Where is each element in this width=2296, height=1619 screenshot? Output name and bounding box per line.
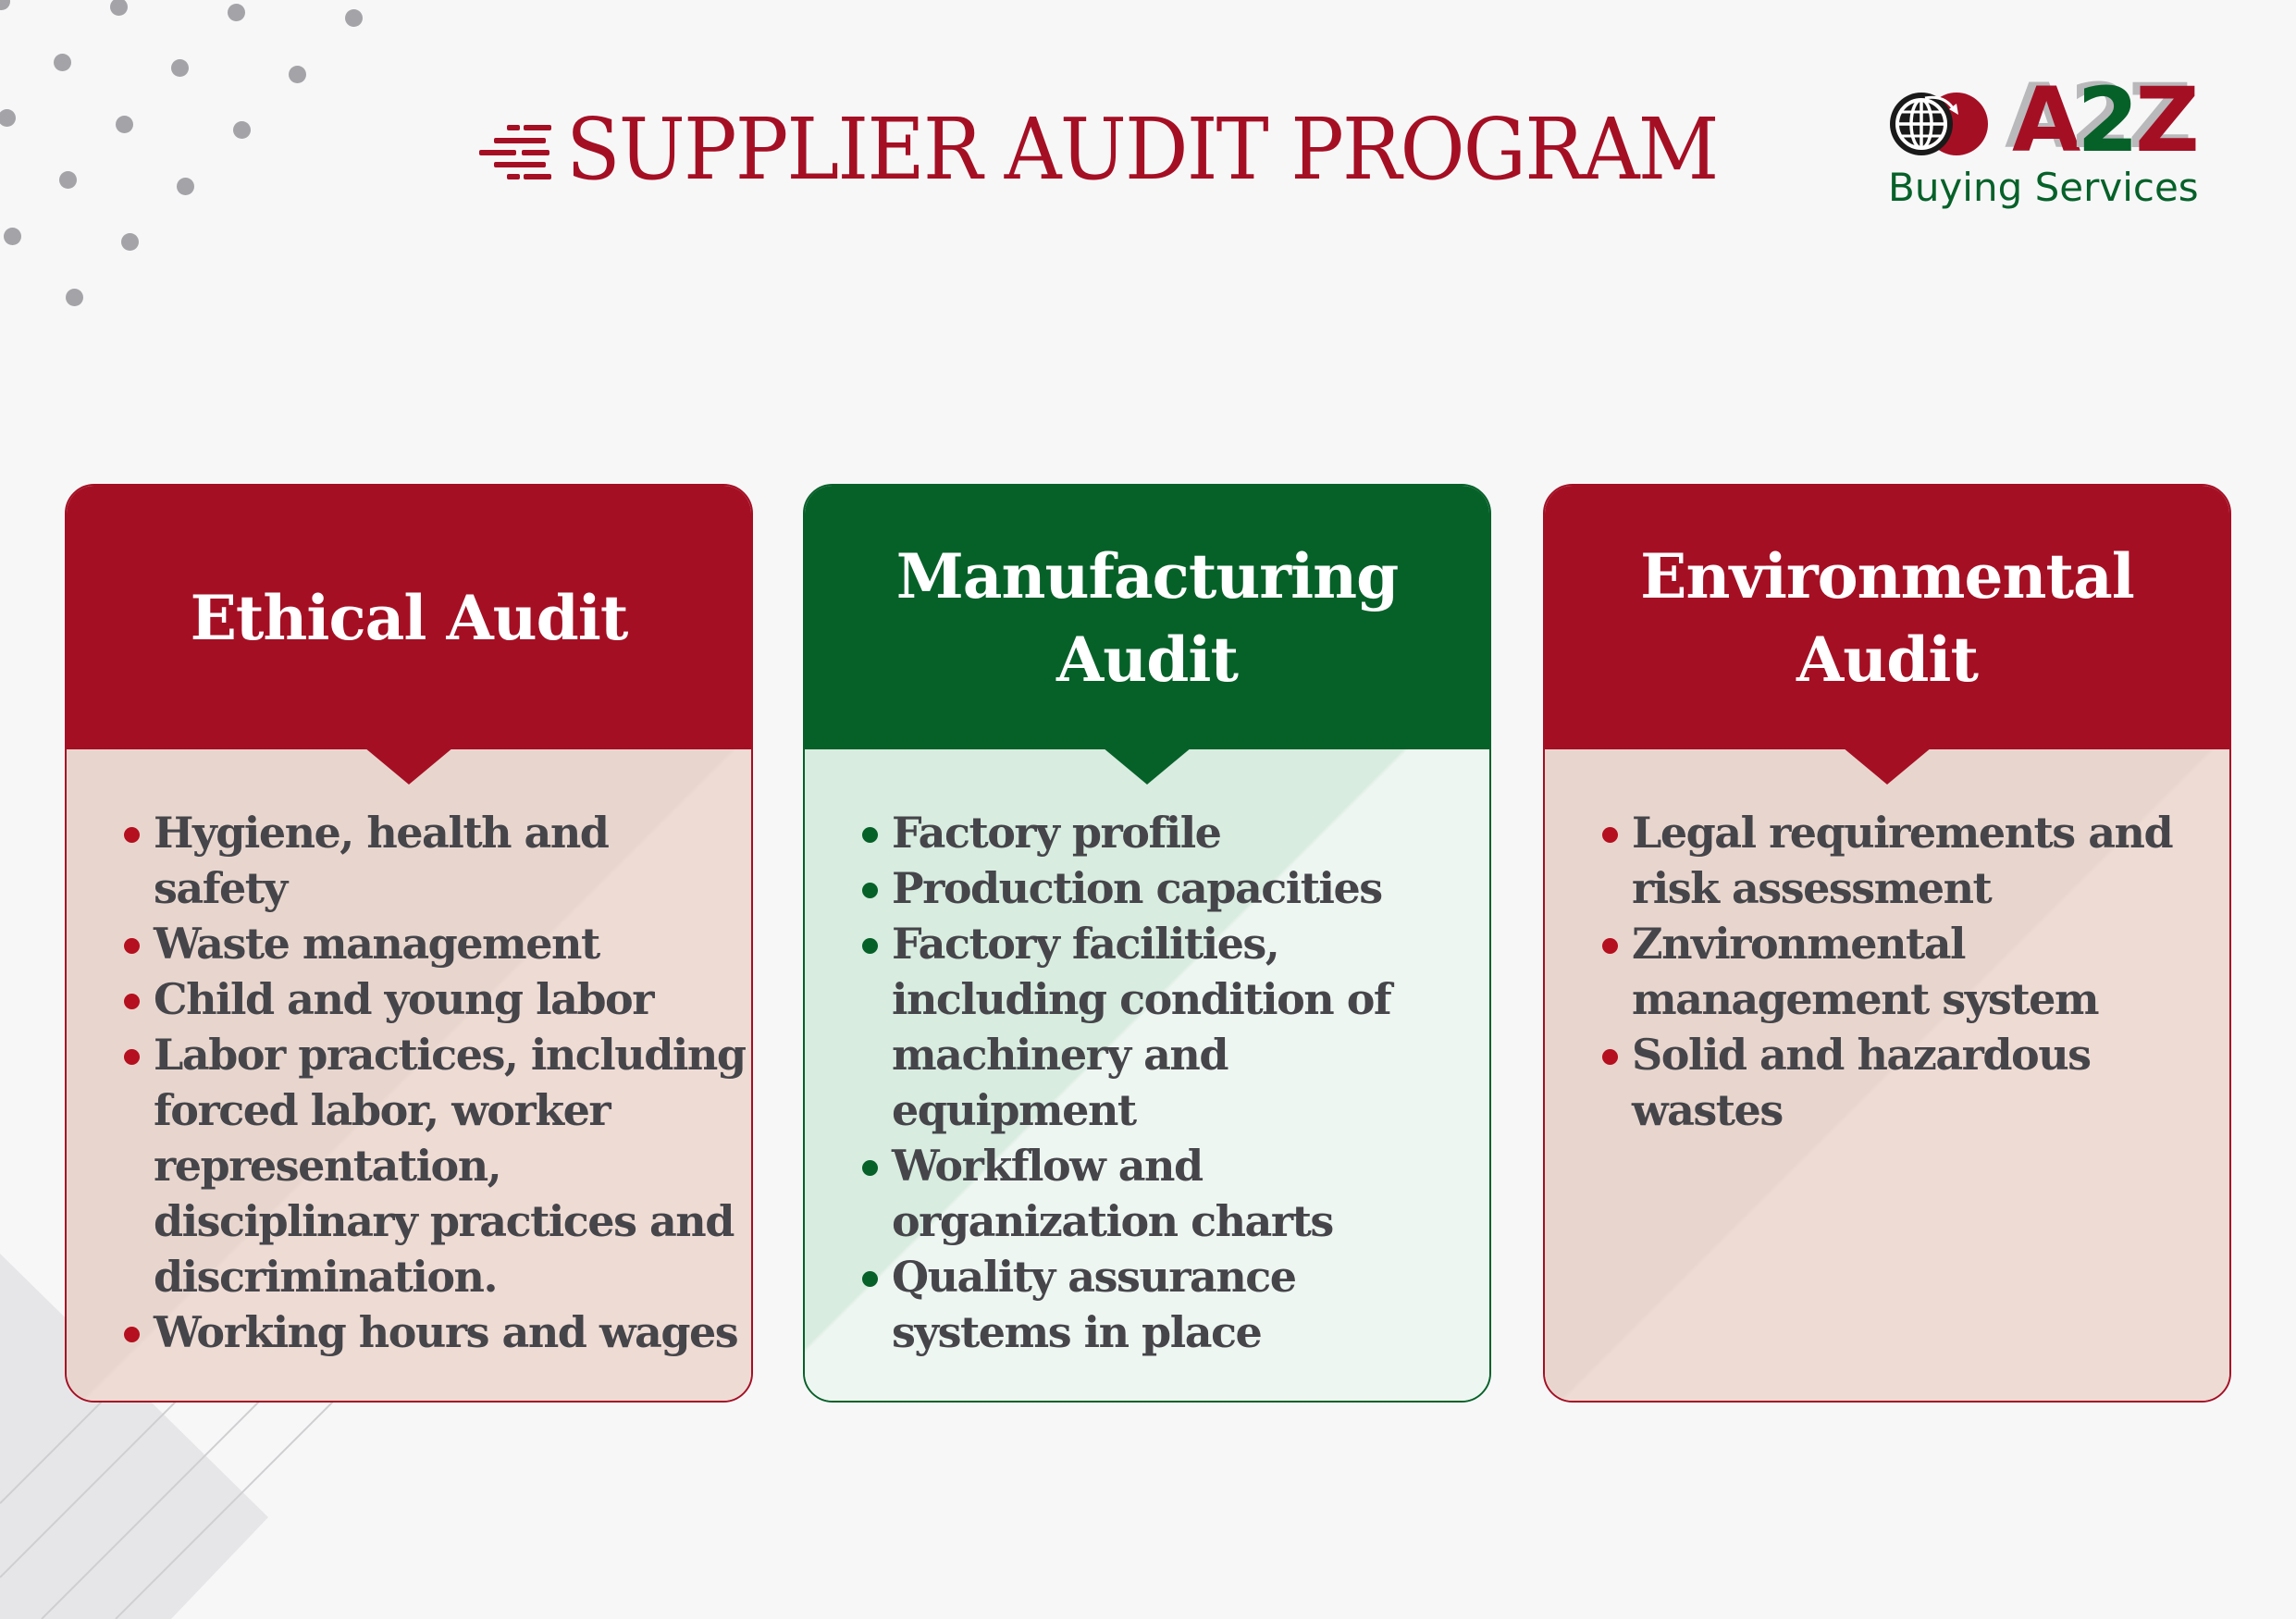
list-item: Znvironmental management system [1602,916,2224,1027]
decorative-dots [0,0,389,333]
bullet-icon [124,827,140,843]
card-header: Environmental Audit [1545,486,2229,749]
list-item: Production capacities [862,860,1484,916]
list-item: Child and young labor [124,971,746,1027]
card-body: Factory profile Production capacities Fa… [805,749,1489,1401]
logo-subtitle: Buying Services [1888,165,2199,210]
card-header: Ethical Audit [67,486,751,749]
list-item: Factory facilities, including condition … [862,916,1484,1138]
audit-item-list: Legal requirements and risk assessment Z… [1602,805,2224,1138]
card-body: Legal requirements and risk assessment Z… [1545,749,2229,1401]
bullet-icon [862,1160,878,1176]
company-logo: A2Z Buying Services [1882,76,2234,224]
bullet-icon [862,1271,878,1287]
card-header: Manufacturing Audit [805,486,1489,749]
page-title: SUPPLIER AUDIT PROGRAM [566,100,1719,199]
bullet-icon [862,938,878,954]
audit-item-list: Factory profile Production capacities Fa… [862,805,1484,1360]
bullet-icon [862,883,878,898]
list-item: Solid and hazardous wastes [1602,1027,2224,1138]
card-pointer [1103,748,1191,785]
list-item: Legal requirements and risk assessment [1602,805,2224,916]
card-title: Manufacturing Audit [895,539,1400,696]
bullet-icon [1602,938,1618,954]
card-environmental-audit: Environmental Audit Legal requirements a… [1543,484,2231,1403]
list-item: Labor practices, including forced labor,… [124,1027,747,1304]
card-body: Hygiene, health and safety Waste managem… [67,749,751,1401]
card-ethical-audit: Ethical Audit Hygiene, health and safety… [65,484,753,1403]
bullet-icon [1602,827,1618,843]
card-title: Environmental Audit [1640,539,2135,696]
list-item: Waste management [124,916,746,971]
bullet-icon [124,1327,140,1342]
list-item: Workflow and organization charts [862,1138,1484,1249]
page-header: SUPPLIER AUDIT PROGRAM [479,104,1804,196]
list-item: Working hours and wages [124,1304,746,1360]
list-item: Quality assurance systems in place [862,1249,1484,1360]
bullet-icon [862,827,878,843]
list-item: Hygiene, health and safety [124,805,746,916]
audit-item-list: Hygiene, health and safety Waste managem… [124,805,747,1360]
bullet-icon [1602,1049,1618,1065]
bullet-icon [124,938,140,954]
list-item: Factory profile [862,805,1484,860]
card-pointer [1843,748,1932,785]
bullet-icon [124,994,140,1009]
card-title: Ethical Audit [190,581,629,654]
speed-lines-icon [479,117,562,182]
card-pointer [364,748,453,785]
card-manufacturing-audit: Manufacturing Audit Factory profile Prod… [803,484,1491,1403]
globe-arrow-icon [1890,93,1988,155]
logo-wordmark: A2Z [2012,68,2200,172]
bullet-icon [124,1049,140,1065]
